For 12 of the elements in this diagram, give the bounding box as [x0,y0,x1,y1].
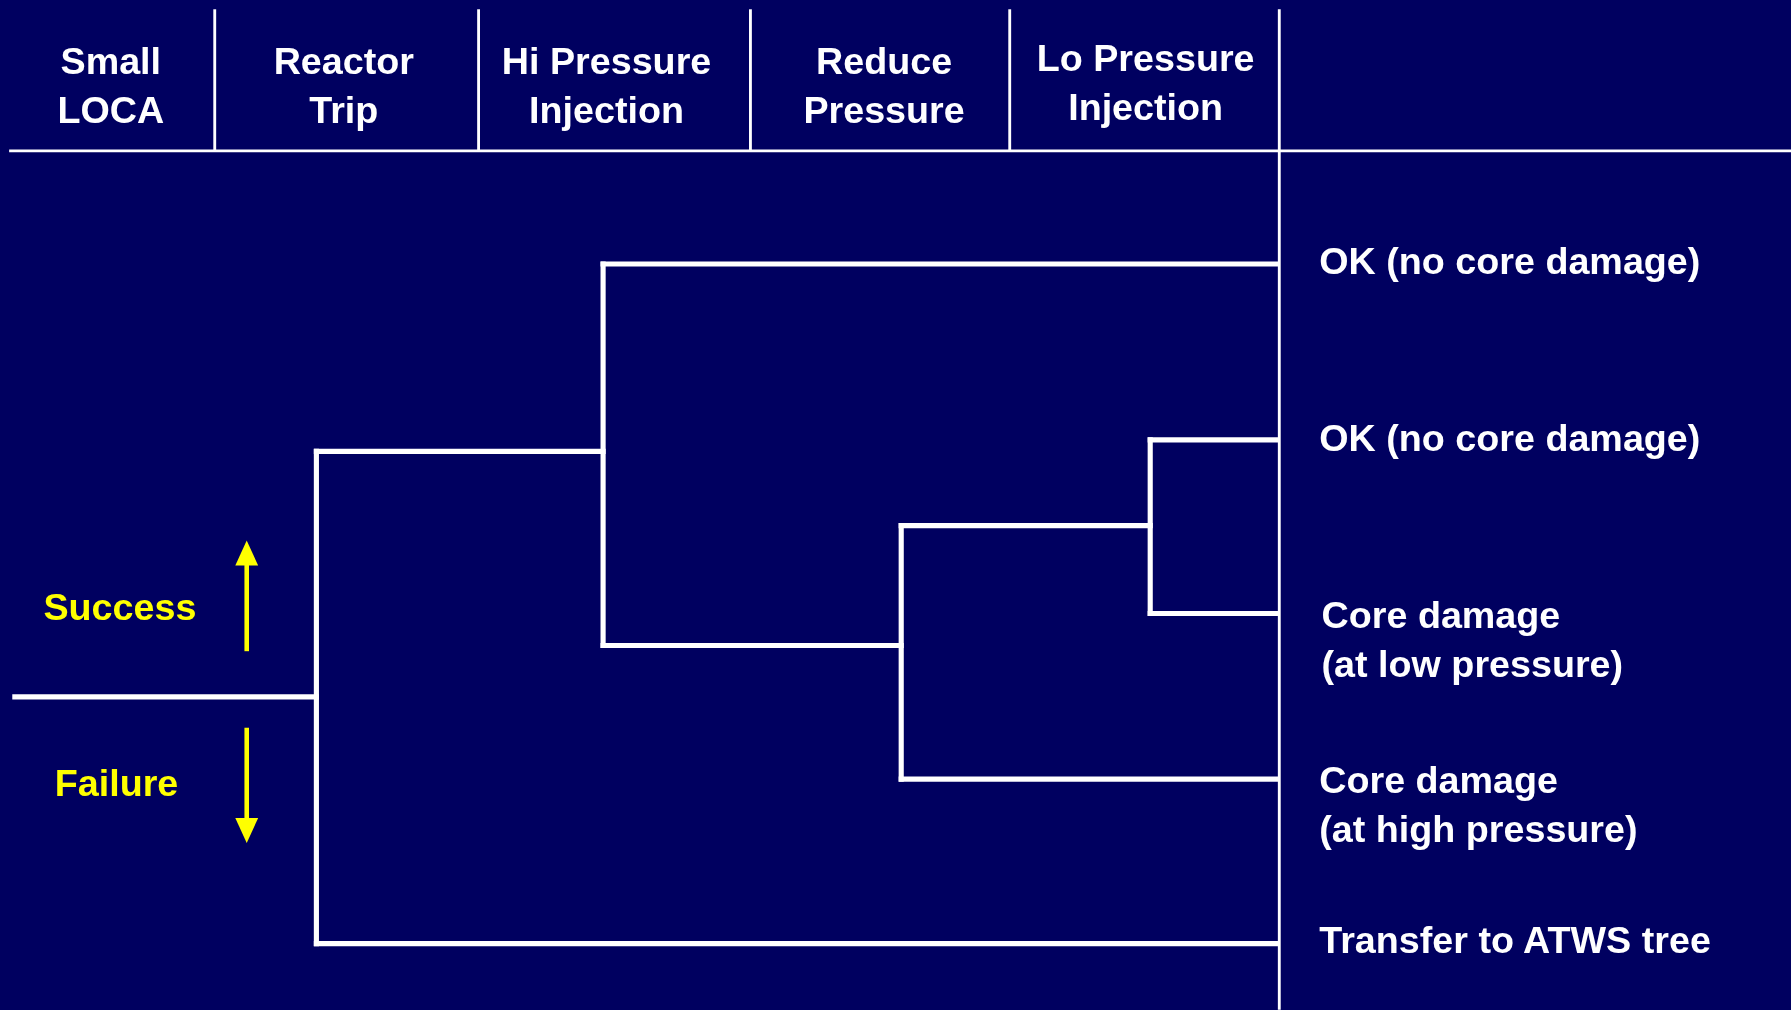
success-label: Success [43,585,197,631]
failure-label: Failure [54,761,179,807]
column-header: Reduce Pressure [803,38,965,133]
column-header: Hi Pressure Injection [501,38,712,133]
column-header: Reactor Trip [273,38,414,133]
outcome-label: Core damage (at high pressure) [1319,758,1638,853]
column-header: Lo Pressure Injection [1036,36,1255,131]
outcome-label: Core damage (at low pressure) [1321,592,1624,687]
outcome-label: OK (no core damage) [1319,416,1701,462]
outcome-label: Transfer to ATWS tree [1319,917,1711,963]
column-header: Small LOCA [57,38,165,133]
outcome-label: OK (no core damage) [1319,239,1701,285]
